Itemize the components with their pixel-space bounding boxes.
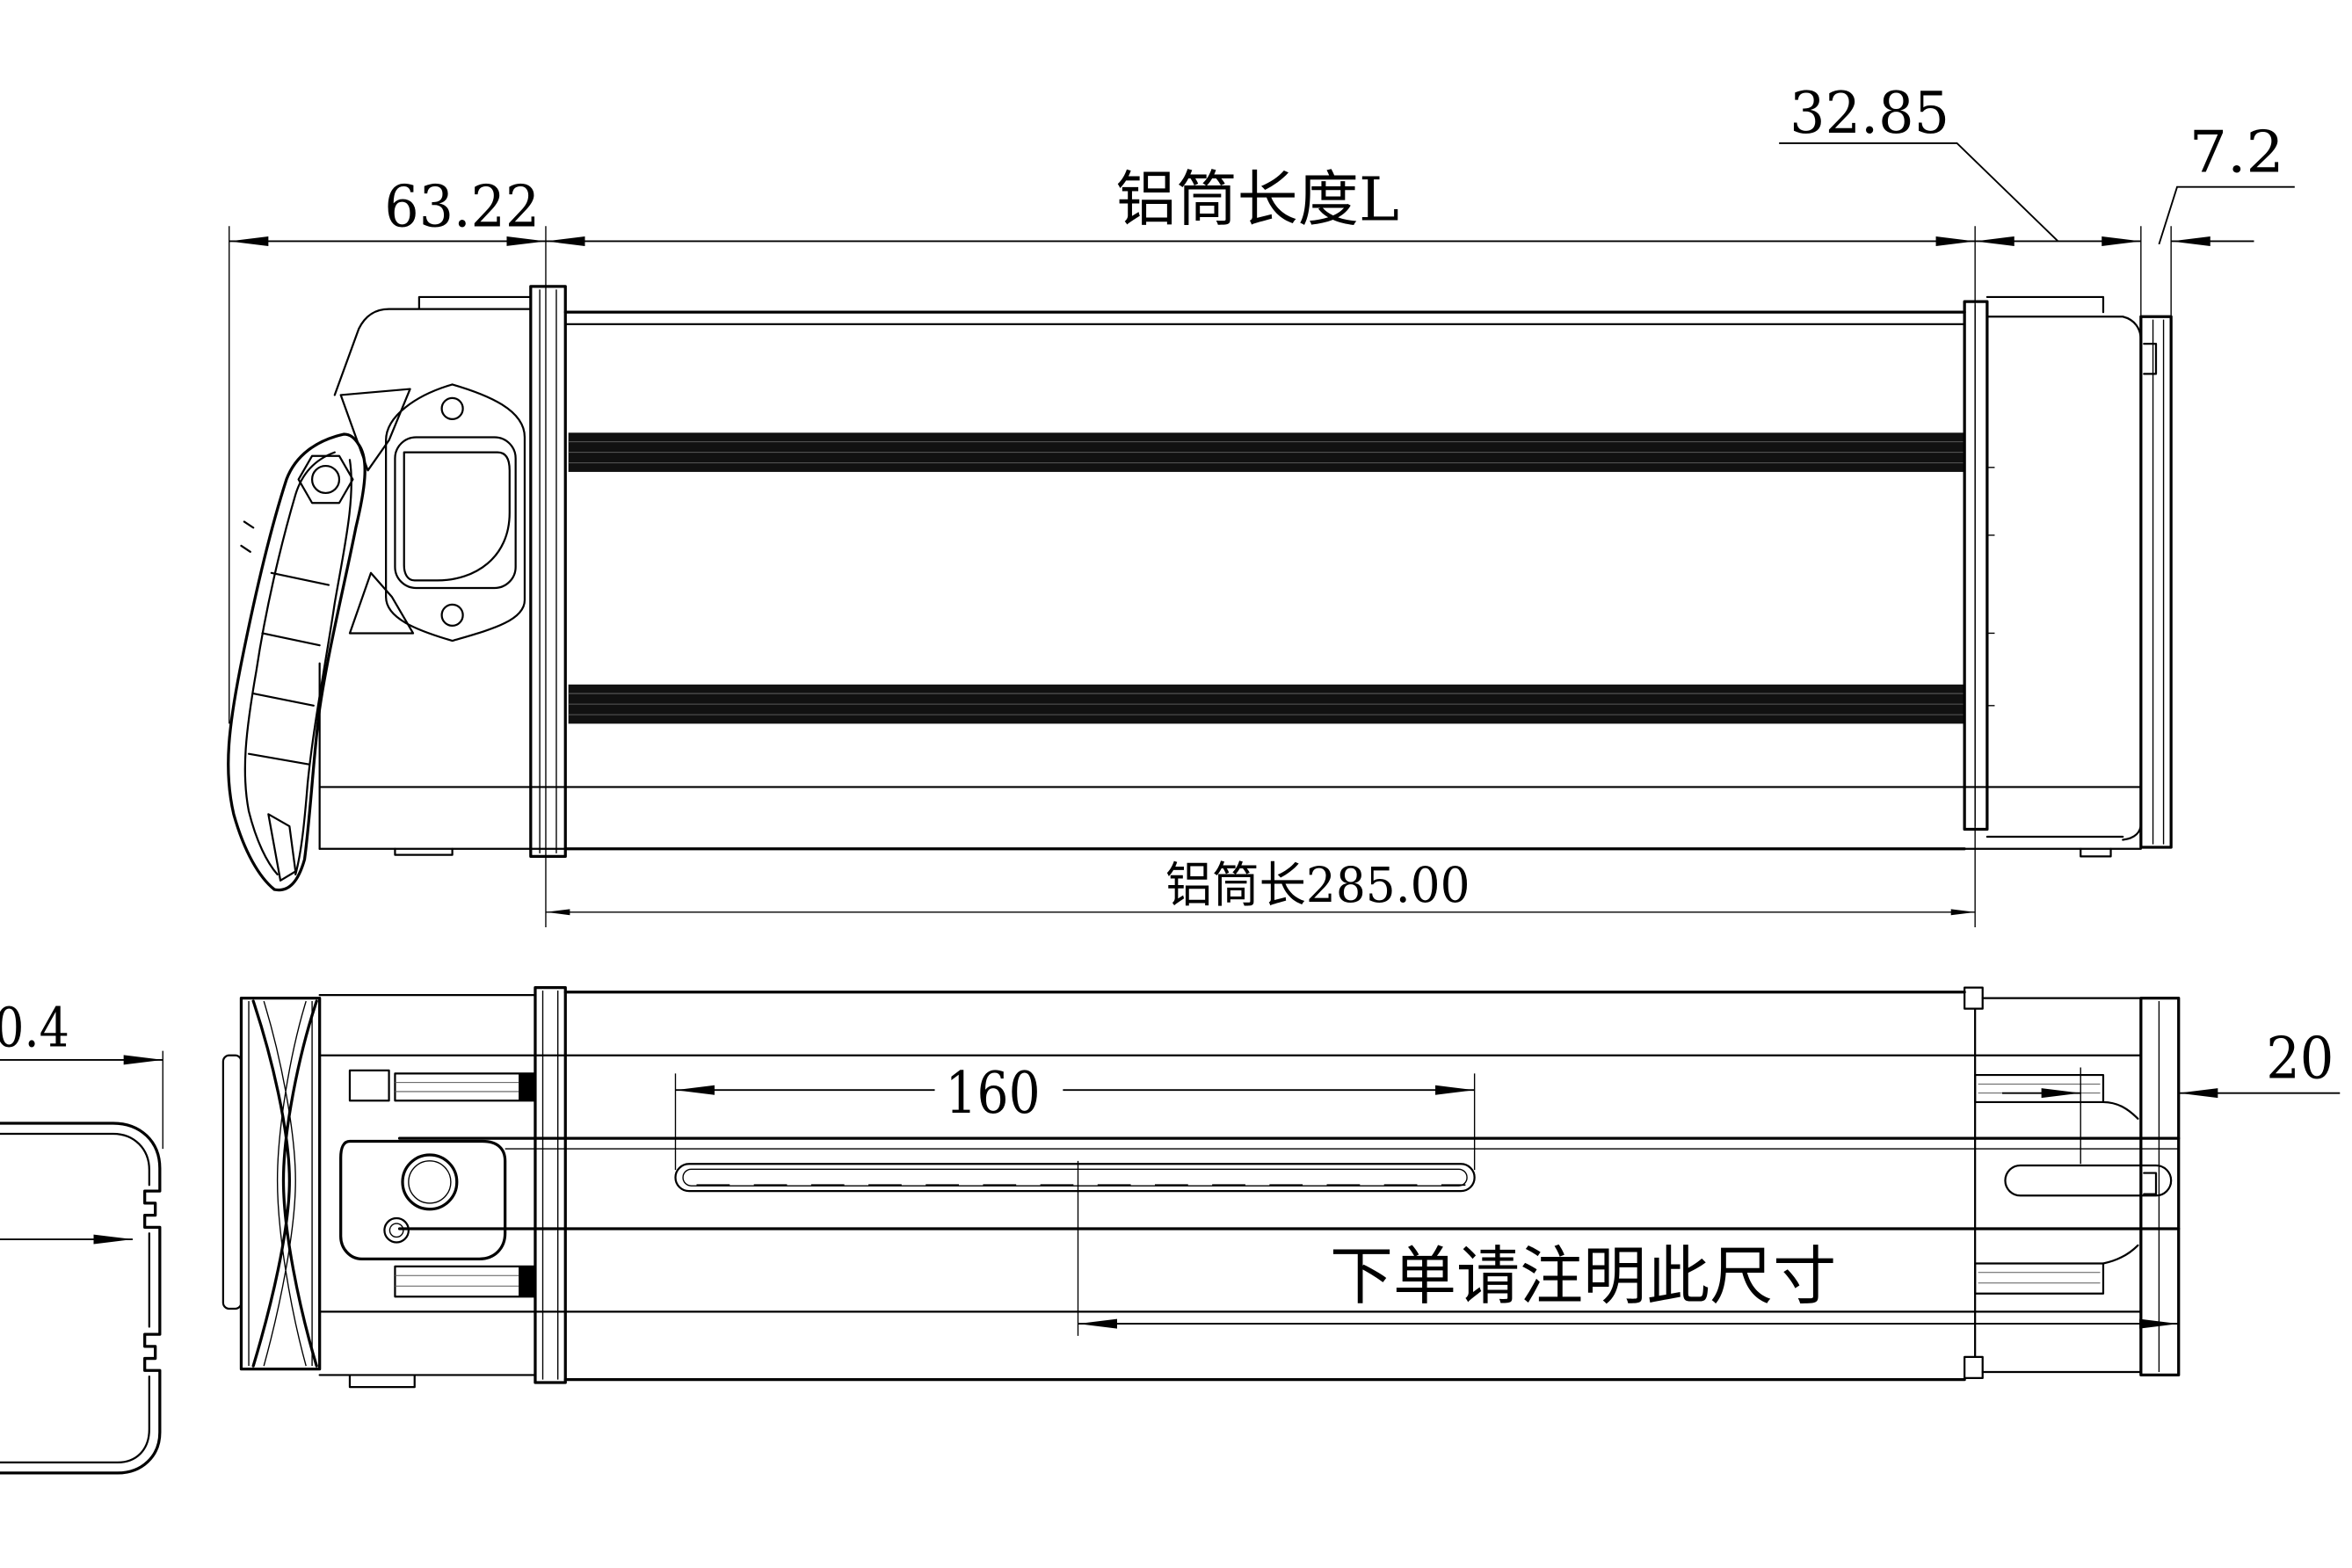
- tube-outline: [563, 310, 1966, 851]
- housing-band-lower: [394, 1265, 537, 1298]
- housing-foot: [394, 847, 454, 856]
- order-note: 下单请注明此尺寸: [1330, 1239, 1836, 1313]
- plug-bump: [221, 1054, 243, 1310]
- left-housing-outline: [318, 994, 537, 1389]
- dim-label-end-cap: 32.85: [1789, 80, 1949, 147]
- left-housing-side: [227, 295, 532, 892]
- right-band-upper: [1974, 1073, 2105, 1104]
- tube-length-note: 铝筒长285.00: [1165, 857, 1470, 913]
- mounting-rail: [397, 1136, 2181, 1230]
- lever-pivot-bolt: [310, 464, 341, 495]
- right-cap-tab-top: [1964, 986, 1984, 1010]
- left-collar-inner: [539, 289, 557, 853]
- profile-inner: [0, 1132, 150, 1464]
- lock-cylinder: [401, 1153, 459, 1211]
- tube-inner-lines: [318, 323, 2142, 850]
- leader-end-cap: [1779, 142, 2059, 243]
- release-lever-tip: [267, 813, 297, 882]
- right-cap-foot: [2080, 847, 2112, 858]
- housing-outline: [318, 295, 532, 850]
- side-view-dimensions: 63.22 铝筒长度L 32.85 7.2 铝筒长285.00: [229, 80, 2295, 927]
- aluminium-tube-side: [318, 310, 2142, 851]
- rail-edges: [397, 1136, 2181, 1230]
- right-end-plan: [1964, 986, 2181, 1379]
- leader-end-plate: [2158, 185, 2295, 245]
- plan-view-dimensions: 160 20 下单请注明此尺寸: [674, 1026, 2341, 1336]
- connector-screw-top: [440, 396, 464, 420]
- rail-end-stub: [2143, 1172, 2158, 1195]
- end-plate: [2139, 315, 2173, 849]
- dim-label-offset: 20: [2266, 1026, 2334, 1093]
- left-housing-plan: [318, 994, 537, 1389]
- dim-label-left-end: 63.22: [384, 173, 540, 240]
- tube-stripe-texture: [568, 441, 1965, 715]
- left-collar-plan-outline: [534, 985, 567, 1384]
- left-cap-cross: [251, 999, 318, 1368]
- extension-lines: [229, 226, 2172, 927]
- tube-plan-inner-lines: [318, 1054, 2142, 1313]
- tube-plan-outline: [563, 991, 1966, 1382]
- housing-small-box: [348, 1069, 390, 1102]
- key-lock: [339, 1139, 507, 1260]
- aluminium-tube-plan: [318, 991, 2142, 1382]
- left-cap-outline: [239, 996, 322, 1371]
- plan-view: 160 20 下单请注明此尺寸: [221, 985, 2341, 1389]
- lock-pin-inner: [388, 1223, 404, 1238]
- connector-socket-frame: [394, 436, 517, 590]
- housing-band-upper: [394, 1072, 537, 1102]
- left-cap-cross-inner: [263, 1000, 307, 1367]
- dim-label-wall: 0.4: [0, 996, 69, 1059]
- left-end-cap-plan: [221, 996, 322, 1371]
- housing-fin-upper: [339, 388, 411, 472]
- housing-band-texture: [395, 1082, 519, 1287]
- rail-slot: [674, 1163, 1476, 1193]
- housing-band-lower-dark: [519, 1266, 535, 1297]
- right-cap-plan-body: [1974, 997, 2142, 1374]
- left-collar-plan-inner: [541, 991, 559, 1380]
- right-cap-tab-bottom: [1964, 1355, 1984, 1379]
- end-plate-plan: [2139, 996, 2181, 1377]
- right-band-curves: [2102, 1100, 2139, 1265]
- right-cap-body: [1985, 295, 2142, 841]
- cross-section-view: 0.4: [0, 996, 163, 1475]
- release-lever: [227, 432, 367, 892]
- end-plate-inner: [2152, 319, 2165, 845]
- profile-outer: [0, 1122, 162, 1475]
- plan-extension-lines: [674, 1055, 2180, 1336]
- right-end-cap-side: [1963, 295, 2173, 858]
- side-view: 63.22 铝筒长度L 32.85 7.2 铝筒长285.00: [227, 80, 2295, 927]
- housing-fin-lower: [348, 571, 415, 635]
- housing-band-upper-dark: [519, 1073, 535, 1101]
- dim-label-tube-length: 铝筒长度L: [1115, 164, 1398, 235]
- lock-cylinder-inner: [408, 1160, 452, 1204]
- dim-label-slot: 160: [946, 1060, 1041, 1127]
- lock-housing: [339, 1139, 507, 1260]
- left-collar-plan: [534, 985, 567, 1384]
- right-cap-band: [1963, 300, 1989, 831]
- connector-screw-bottom: [440, 603, 464, 627]
- left-collar: [529, 285, 567, 858]
- lever-pivot-nut: [297, 454, 354, 505]
- rail-slot-inner: [682, 1168, 1468, 1187]
- left-cap-inner: [248, 1001, 313, 1367]
- lock-pin: [383, 1216, 410, 1244]
- right-band-texture: [1978, 1083, 2101, 1284]
- release-lever-inner: [243, 451, 352, 876]
- right-cap-band-inner: [1974, 304, 1995, 827]
- dim-label-end-plate: 7.2: [2189, 120, 2284, 186]
- left-collar-side: [529, 285, 567, 858]
- rail-end-slot: [2004, 1164, 2173, 1197]
- connector-plate: [385, 383, 526, 642]
- end-plate-tab: [2143, 342, 2158, 375]
- connector-socket: [403, 451, 511, 582]
- right-band-lower: [1974, 1262, 2105, 1295]
- release-lever-ribs: [240, 520, 330, 766]
